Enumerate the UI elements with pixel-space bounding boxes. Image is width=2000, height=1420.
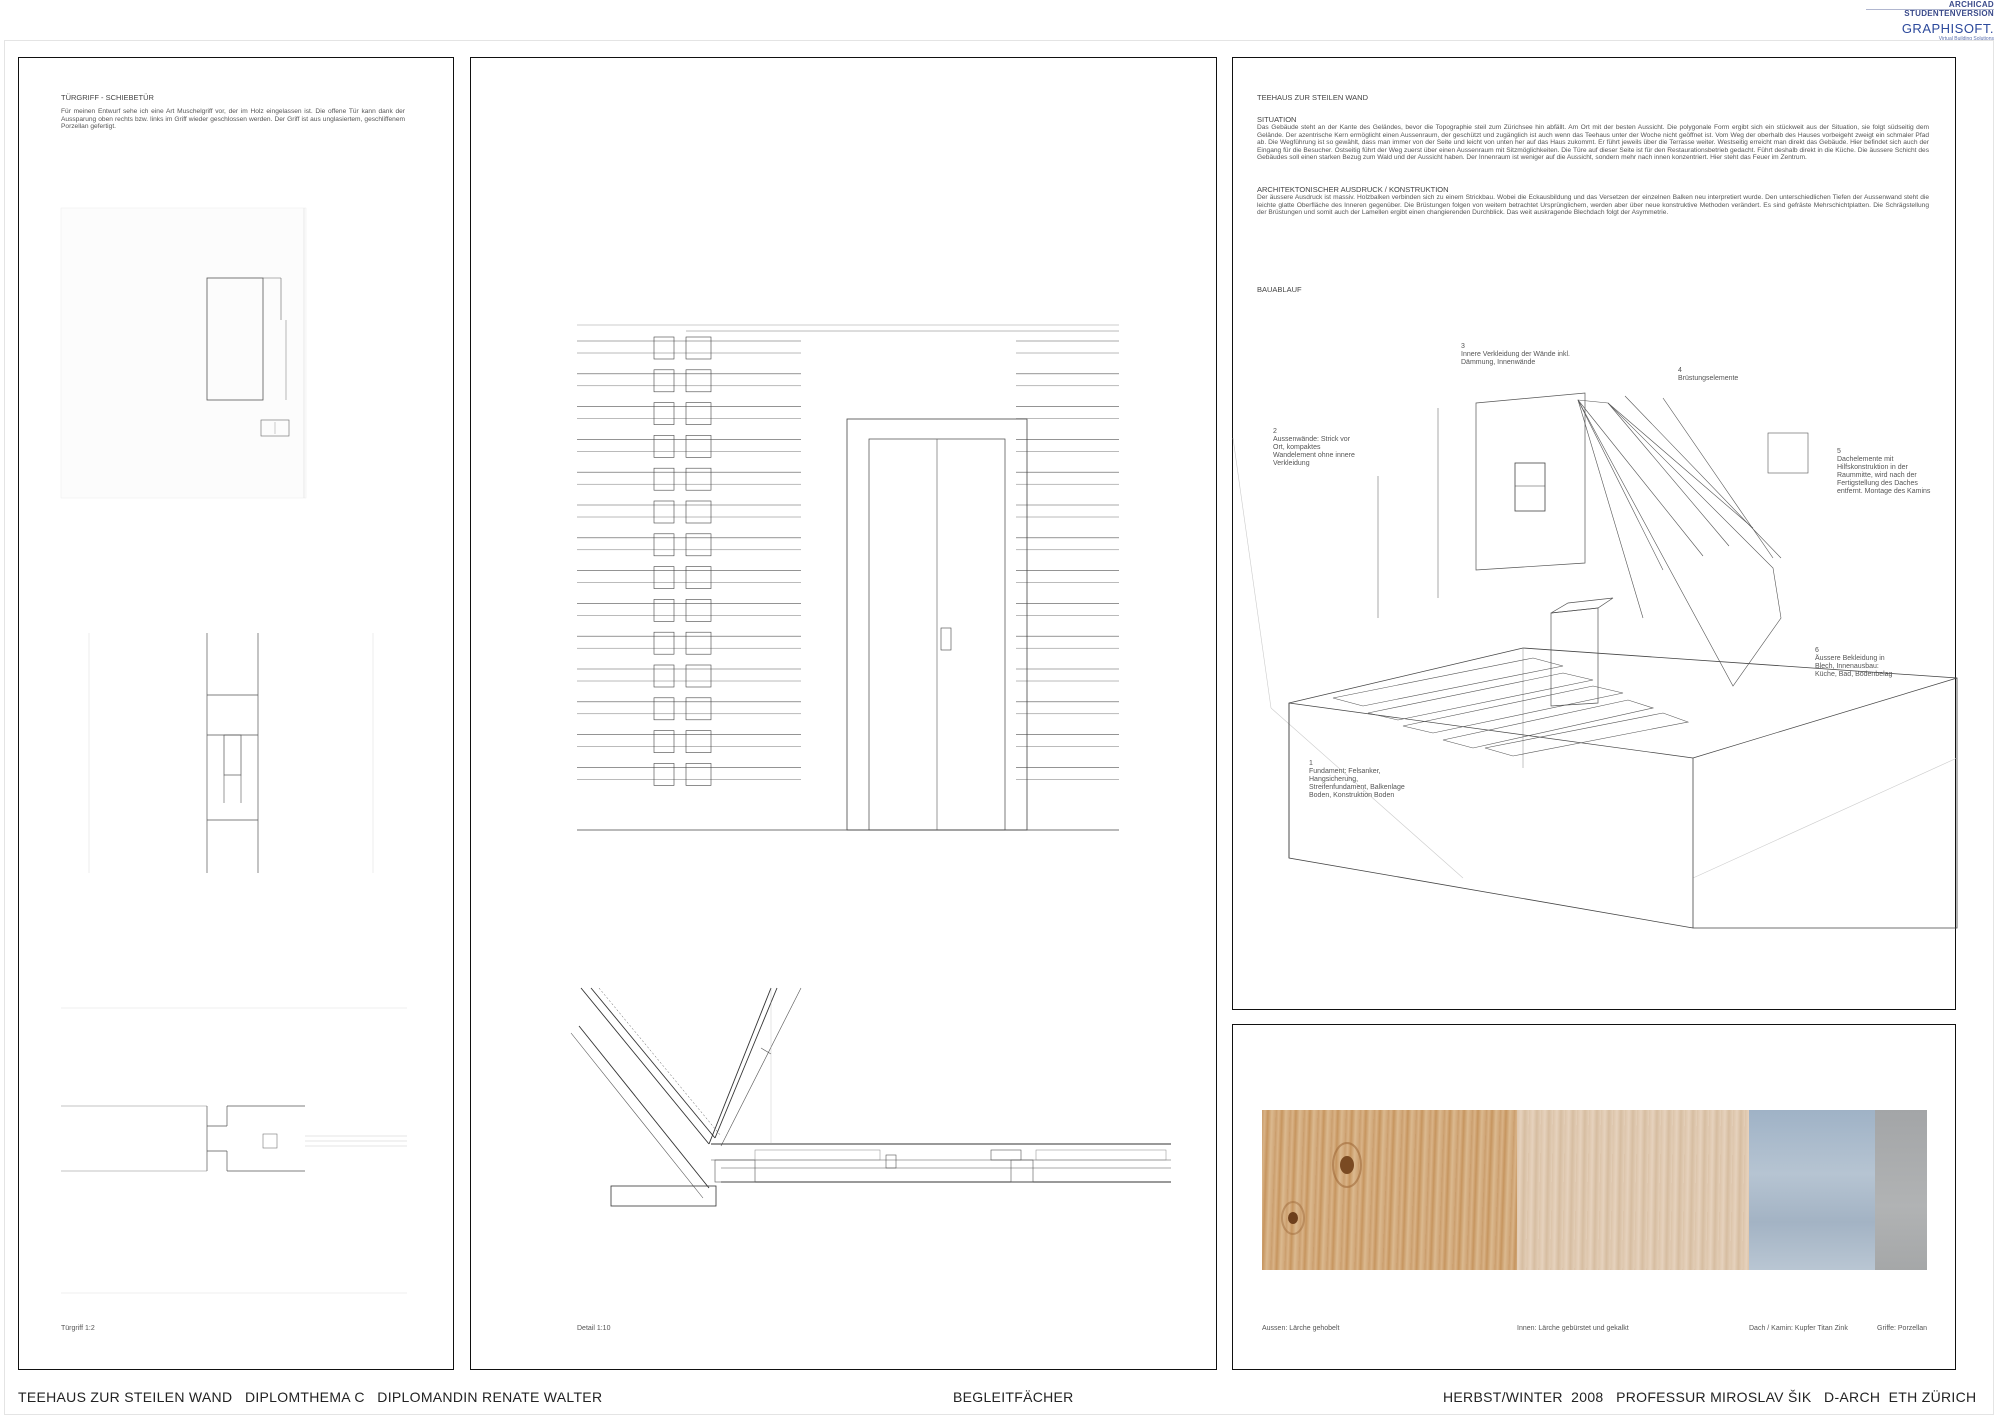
annotation-2: 2 Aussenwände: Strick vor Ort, kompaktes… xyxy=(1273,428,1358,468)
material-label-inside: Innen: Lärche gebürstet und gekalkt xyxy=(1517,1325,1629,1332)
brand-block: ARCHICAD STUDENTENVERSION GRAPHISOFT. Vi… xyxy=(1864,0,1994,42)
situation-text: Das Gebäude steht an der Kante des Gelän… xyxy=(1257,124,1929,162)
annotation-6: 6 Äussere Bekleidung in Blech, Innenausb… xyxy=(1815,647,1900,679)
architecture-heading: ARCHITEKTONISCHER AUSDRUCK / KONSTRUKTIO… xyxy=(1257,185,1449,194)
material-label-outside: Aussen: Lärche gehobelt xyxy=(1262,1325,1340,1332)
left-panel-title: TÜRGRIFF - SCHIEBETÜR xyxy=(61,93,154,102)
construction-heading: BAUABLAUF xyxy=(1257,285,1302,294)
swatch-larch-planed xyxy=(1262,1110,1517,1270)
annotation-2-text: Aussenwände: Strick vor Ort, kompaktes W… xyxy=(1273,436,1355,467)
brand-edition: ARCHICAD STUDENTENVERSION xyxy=(1904,0,1994,18)
annotation-1-text: Fundament: Felsanker, Hangsicherung, Str… xyxy=(1309,768,1405,799)
handle-plan-drawing xyxy=(61,1007,407,1294)
architecture-text: Der äussere Ausdruck ist massiv. Holzbal… xyxy=(1257,194,1929,217)
swatch-porcelain xyxy=(1875,1110,1927,1270)
annotation-6-num: 6 xyxy=(1815,647,1819,654)
sheet-border xyxy=(4,40,1994,1415)
annotation-3-num: 3 xyxy=(1461,343,1465,350)
handle-section-drawing xyxy=(88,633,374,873)
left-panel-text: Für meinen Entwurf sehe ich eine Art Mus… xyxy=(61,108,405,131)
annotation-3-text: Innere Verkleidung der Wände inkl. Dämmu… xyxy=(1461,351,1570,366)
footer-center: BEGLEITFÄCHER xyxy=(953,1389,1074,1405)
roof-detail-section-drawing xyxy=(570,987,1171,1207)
brand-tagline: Virtual Building Solutions xyxy=(1938,36,1994,42)
handle-elevation-drawing xyxy=(60,207,307,499)
footer-right: HERBST/WINTER 2008 PROFESSUR MIROSLAV ŠI… xyxy=(1443,1389,1977,1405)
annotation-4-num: 4 xyxy=(1678,367,1682,374)
log-wall-elevation-drawing xyxy=(577,324,1119,831)
material-label-roof: Dach / Kamin: Kupfer Titan Zink xyxy=(1749,1325,1848,1332)
middle-panel-scale: Detail 1:10 xyxy=(577,1325,611,1332)
annotation-4: 4 Brüstungselemente xyxy=(1678,367,1768,383)
annotation-1-num: 1 xyxy=(1309,760,1313,767)
annotation-1: 1 Fundament: Felsanker, Hangsicherung, S… xyxy=(1309,760,1409,800)
swatch-titanium-zinc xyxy=(1749,1110,1875,1270)
annotation-3: 3 Innere Verkleidung der Wände inkl. Däm… xyxy=(1461,343,1581,367)
left-panel: TÜRGRIFF - SCHIEBETÜR Für meinen Entwurf… xyxy=(18,57,454,1370)
construction-axonometric-drawing xyxy=(1232,392,1958,929)
material-label-handles: Griffe: Porzellan xyxy=(1877,1325,1928,1332)
wood-knots xyxy=(1281,1142,1362,1235)
left-panel-scale: Türgriff 1:2 xyxy=(61,1325,95,1332)
annotation-6-text: Äussere Bekleidung in Blech, Innenausbau… xyxy=(1815,655,1893,678)
right-panel-title: TEEHAUS ZUR STEILEN WAND xyxy=(1257,93,1368,102)
situation-heading: SITUATION xyxy=(1257,115,1297,124)
annotation-4-text: Brüstungselemente xyxy=(1678,375,1739,382)
annotation-2-num: 2 xyxy=(1273,428,1277,435)
annotation-5-num: 5 xyxy=(1837,448,1841,455)
annotation-5: 5 Dachelemente mit Hilfskonstruktion in … xyxy=(1837,448,1937,496)
middle-panel: Detail 1:10 xyxy=(470,57,1217,1370)
brand-name: GRAPHISOFT. xyxy=(1901,21,1994,36)
swatch-larch-brushed xyxy=(1517,1110,1749,1270)
footer-left: TEEHAUS ZUR STEILEN WAND DIPLOMTHEMA C D… xyxy=(18,1389,603,1405)
brand-divider xyxy=(1866,9,1994,10)
right-top-panel: TEEHAUS ZUR STEILEN WAND SITUATION Das G… xyxy=(1232,57,1958,1010)
annotation-5-text: Dachelemente mit Hilfskonstruktion in de… xyxy=(1837,456,1931,495)
